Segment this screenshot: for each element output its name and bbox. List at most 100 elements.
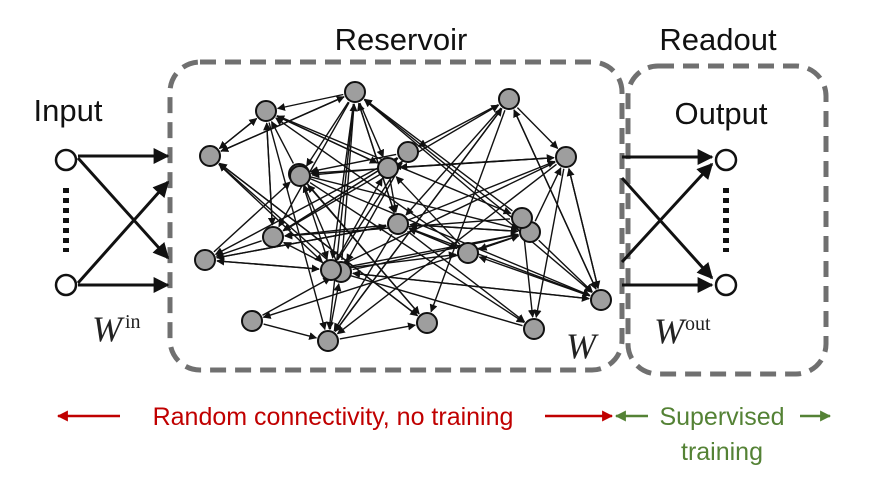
reservoir-edge: [284, 224, 387, 240]
reservoir-edge: [478, 255, 590, 297]
reservoir-node-8: [377, 157, 399, 179]
reservoir-edge: [218, 163, 323, 263]
reservoir-edge: [329, 103, 355, 259]
reservoir-node-4: [199, 145, 221, 167]
reservoir-edge: [278, 102, 350, 228]
input-node-top: [54, 148, 78, 172]
w-out-label: W out: [654, 311, 711, 351]
reservoir-edge: [310, 153, 397, 175]
reservoir-node-17: [317, 330, 339, 352]
reservoir-edge: [336, 177, 383, 260]
reservoir-node-13: [457, 242, 479, 264]
reservoir-edge: [516, 107, 559, 149]
reservoir-edge: [214, 156, 398, 256]
reservoir-node-12: [194, 249, 216, 271]
reservoir-edge: [213, 181, 291, 253]
readout-title: Readout: [659, 22, 777, 57]
reservoir-edge: [513, 109, 597, 290]
reservoir-edge: [346, 162, 403, 263]
reservoir-edge: [263, 323, 318, 340]
reservoir-node-14: [511, 207, 533, 229]
reservoir-edge: [342, 233, 519, 271]
readout-box: [625, 63, 829, 377]
reservoir-edge: [276, 93, 344, 111]
reservoir-edge: [216, 223, 387, 259]
reservoir-box: [167, 59, 625, 373]
reservoir-node-18: [416, 312, 438, 334]
reservoir-node-22: [320, 259, 342, 281]
reservoir-edge: [270, 120, 295, 164]
reservoir-node-6: [555, 146, 577, 168]
reservoir-edge: [341, 161, 556, 266]
w-reservoir-label: W: [566, 326, 599, 366]
reservoir-edge: [282, 241, 331, 268]
supervised-label-line1: Supervised: [659, 403, 784, 431]
reservoir-edge: [566, 167, 599, 289]
reservoir-edge: [389, 179, 399, 213]
input-weights: [76, 148, 170, 293]
reservoir-node-20: [590, 289, 612, 311]
output-node-bottom: [714, 273, 738, 297]
w-in-label: W in: [92, 309, 141, 349]
reservoir-edge: [218, 117, 258, 150]
reservoir-edge: [333, 233, 393, 332]
output-title: Output: [674, 96, 767, 131]
w-out-superscript: out: [685, 313, 711, 335]
reservoir-node-10: [387, 213, 409, 235]
reservoir-node-16: [241, 310, 263, 332]
reservoir-edge: [533, 168, 565, 318]
reservoir-edge: [352, 270, 590, 300]
output-node-top: [714, 148, 738, 172]
reservoir-edge: [399, 154, 555, 168]
reservoir-edge: [538, 239, 593, 293]
reservoir-edge: [309, 182, 525, 323]
reservoir-node-3: [498, 88, 520, 110]
reservoir-nodes: [194, 81, 612, 352]
reservoir-edge: [263, 122, 273, 226]
w-in-letter: W: [92, 309, 125, 349]
reservoir-edge: [220, 96, 345, 152]
reservoir-edge: [363, 99, 593, 293]
reservoir-edge: [405, 107, 502, 216]
reservoir-edge: [408, 226, 591, 297]
w-out-letter: W: [654, 311, 687, 351]
reservoir-edge: [363, 98, 522, 226]
w-out-arrow-3: [620, 162, 714, 264]
reservoir-edge: [262, 235, 519, 319]
reservoir-node-5: [397, 141, 419, 163]
reservoir-edge: [215, 240, 262, 258]
reservoir-node-2: [344, 81, 366, 103]
output-weights: [620, 149, 714, 293]
reservoir-title: Reservoir: [335, 22, 468, 57]
w-in-arrow-2: [76, 156, 170, 260]
supervised-label-line2: training: [681, 438, 763, 466]
w-in-superscript: in: [125, 311, 141, 333]
reservoir-edge: [407, 230, 526, 323]
reservoir-edge: [262, 277, 332, 316]
reservoir-edge: [306, 101, 349, 167]
reservoir-edge: [417, 103, 499, 148]
random-connectivity-label: Random connectivity, no training: [153, 403, 514, 431]
reservoir-edge: [363, 98, 513, 212]
reservoir-node-9: [262, 226, 284, 248]
reservoir-edge: [342, 251, 457, 270]
reservoir-edge: [311, 168, 377, 179]
reservoir-edges: [213, 93, 601, 340]
reservoir-edge: [303, 187, 329, 260]
reservoir-edge: [395, 176, 461, 245]
reservoir-edge: [408, 160, 556, 221]
reservoir-edge: [359, 102, 385, 158]
reservoir-edge: [218, 163, 333, 265]
reservoir-edge: [534, 167, 562, 222]
reservoir-node-21: [289, 165, 311, 187]
reservoir-edge: [307, 184, 420, 315]
reservoir-edge: [429, 110, 506, 313]
reservoir-edge: [339, 322, 416, 340]
reservoir-edge: [309, 177, 591, 297]
reservoir-node-1: [255, 100, 277, 122]
reservoir-edge: [409, 221, 519, 232]
reservoir-edge: [276, 115, 378, 164]
w-in-arrow-3: [76, 180, 170, 284]
reservoir-node-19: [523, 318, 545, 340]
